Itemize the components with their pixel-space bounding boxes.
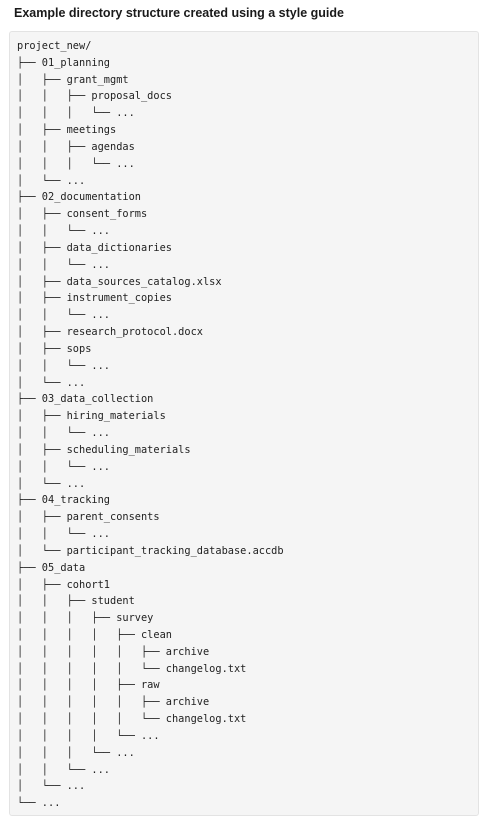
tree-line: │ ├── instrument_copies <box>17 292 172 305</box>
tree-line: └── ... <box>17 797 61 810</box>
tree-line: │ ├── cohort1 <box>17 578 110 591</box>
tree-line: project_new/ <box>17 40 92 52</box>
tree-line: ├── 03_data_collection <box>17 393 154 406</box>
tree-line: │ ├── data_sources_catalog.xlsx <box>17 275 222 288</box>
tree-line: │ │ └── ... <box>17 763 110 776</box>
tree-line: │ │ └── ... <box>17 309 110 322</box>
directory-tree-code-block: project_new/ ├── 01_planning │ ├── grant_m… <box>9 31 479 816</box>
tree-line: │ │ ├── agendas <box>17 140 135 153</box>
tree-line: │ │ │ │ │ ├── archive <box>17 645 210 658</box>
tree-line: │ │ │ └── ... <box>17 157 135 170</box>
tree-line: ├── 05_data <box>17 561 86 574</box>
tree-line: │ │ │ │ │ └── changelog.txt <box>17 713 247 726</box>
tree-line: │ │ │ │ │ └── changelog.txt <box>17 662 247 675</box>
tree-line: │ │ └── ... <box>17 460 110 473</box>
tree-line: │ │ └── ... <box>17 258 110 271</box>
tree-line: │ │ │ └── ... <box>17 746 135 759</box>
tree-line: │ └── ... <box>17 376 86 389</box>
tree-line: │ ├── data_dictionaries <box>17 241 172 254</box>
figure-caption: Example directory structure created usin… <box>14 6 344 20</box>
tree-line: │ │ │ │ ├── clean <box>17 628 172 641</box>
tree-line: │ ├── parent_consents <box>17 511 160 524</box>
tree-line: │ │ └── ... <box>17 225 110 238</box>
tree-line: │ ├── research_protocol.docx <box>17 326 203 339</box>
tree-line: │ │ └── ... <box>17 359 110 372</box>
tree-line: │ │ │ │ ├── raw <box>17 679 160 692</box>
tree-line: │ │ ├── student <box>17 595 135 608</box>
tree-line: │ │ └── ... <box>17 528 110 541</box>
tree-line: │ ├── sops <box>17 342 92 355</box>
tree-line: │ ├── meetings <box>17 124 117 137</box>
tree-line: │ │ ├── proposal_docs <box>17 90 172 103</box>
tree-line: │ └── ... <box>17 174 86 187</box>
tree-line: │ ├── hiring_materials <box>17 410 166 423</box>
tree-line: │ │ └── ... <box>17 427 110 440</box>
tree-line: │ │ │ │ └── ... <box>17 729 160 742</box>
tree-line: │ └── ... <box>17 477 86 490</box>
tree-line: │ ├── consent_forms <box>17 208 148 221</box>
tree-line: ├── 02_documentation <box>17 191 141 204</box>
tree-line: │ ├── scheduling_materials <box>17 443 191 456</box>
tree-line: ├── 01_planning <box>17 56 110 69</box>
tree-line: │ │ │ │ │ ├── archive <box>17 696 210 709</box>
tree-line: │ │ │ ├── survey <box>17 612 154 625</box>
tree-line: ├── 04_tracking <box>17 494 110 507</box>
tree-line: │ │ │ └── ... <box>17 107 135 120</box>
tree-line: │ └── participant_tracking_database.accd… <box>17 544 284 557</box>
tree-line: │ ├── grant_mgmt <box>17 73 129 86</box>
tree-line: │ └── ... <box>17 780 86 793</box>
